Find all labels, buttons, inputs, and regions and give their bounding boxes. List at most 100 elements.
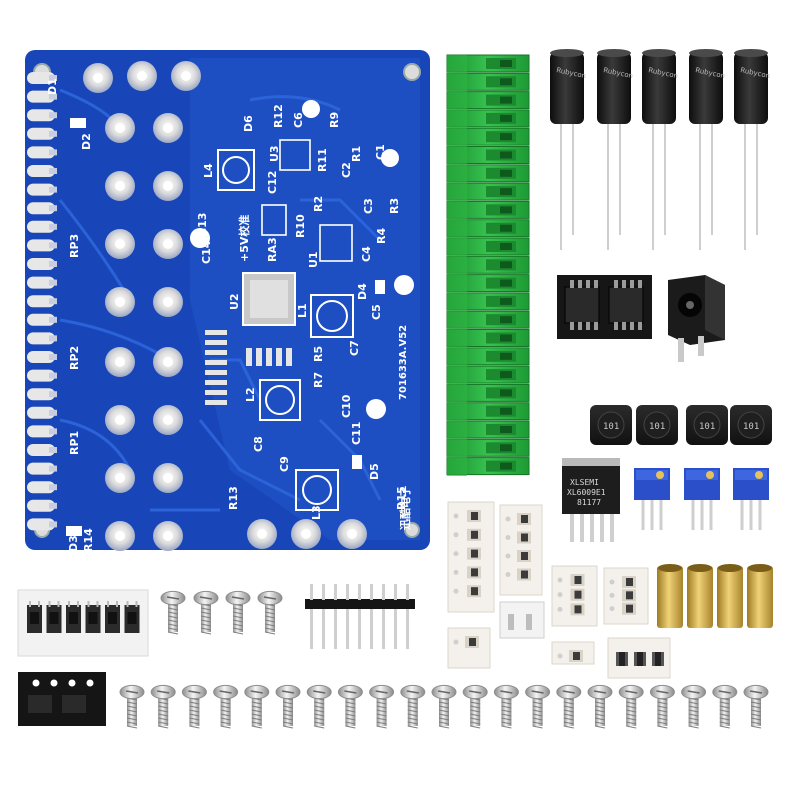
designator-r5: R5 bbox=[312, 346, 325, 362]
power-inductor: 101 bbox=[636, 405, 678, 445]
screw bbox=[306, 684, 332, 729]
designator-c12: C12 bbox=[266, 171, 279, 194]
screw bbox=[462, 684, 488, 729]
screw bbox=[400, 684, 426, 729]
designator-r13: R13 bbox=[227, 486, 240, 510]
cap-footprints bbox=[190, 100, 414, 419]
screw bbox=[649, 684, 675, 729]
designator-r2: R2 bbox=[312, 196, 325, 212]
screw bbox=[181, 684, 207, 729]
svg-text:101: 101 bbox=[743, 422, 759, 432]
screw bbox=[160, 590, 186, 635]
inductor-footprints bbox=[217, 149, 354, 511]
smd-tape-strip bbox=[607, 637, 671, 679]
electrolytic-capacitor: Rubycon bbox=[642, 49, 679, 250]
trimmer-potentiometers bbox=[634, 468, 769, 530]
screw bbox=[681, 684, 707, 729]
screws bbox=[119, 590, 769, 729]
screw bbox=[712, 684, 738, 729]
through-hole-pad bbox=[105, 463, 135, 493]
through-hole-pads bbox=[83, 61, 367, 551]
designator-rp2: RP2 bbox=[68, 346, 81, 370]
trimmer-pot bbox=[684, 468, 720, 530]
brand-label: 迅酷电子 bbox=[398, 486, 412, 530]
screw bbox=[119, 684, 145, 729]
smd-component-tapes bbox=[447, 501, 671, 679]
designator-r11: R11 bbox=[316, 148, 329, 172]
designator-c1: C1 bbox=[374, 144, 387, 160]
screw bbox=[556, 684, 582, 729]
designator-ra3: RA3 bbox=[266, 237, 279, 262]
through-hole-pad bbox=[105, 521, 135, 551]
through-hole-pad bbox=[337, 519, 367, 549]
designator-c14: C14 bbox=[200, 240, 213, 264]
regulator-marking-1: XLSEMI bbox=[570, 478, 599, 487]
through-hole-pad bbox=[105, 113, 135, 143]
version-label: 701633A.V52 bbox=[398, 325, 409, 400]
sop-chip-tape bbox=[557, 275, 652, 339]
svg-text:101: 101 bbox=[699, 422, 715, 432]
brass-standoff bbox=[687, 564, 713, 628]
designator-u1: U1 bbox=[307, 251, 320, 268]
through-hole-pad bbox=[127, 61, 157, 91]
designator-r4: R4 bbox=[375, 228, 388, 244]
designator-r7: R7 bbox=[312, 372, 325, 388]
electrolytic-capacitor: Rubycon bbox=[597, 49, 634, 250]
screw bbox=[275, 684, 301, 729]
screw bbox=[618, 684, 644, 729]
designator-l1: L1 bbox=[296, 303, 309, 318]
smd-tape-strip bbox=[551, 641, 595, 665]
through-hole-pad bbox=[105, 347, 135, 377]
designator-l3: L3 bbox=[310, 505, 323, 520]
sot-tape bbox=[18, 672, 106, 726]
designator-c7: C7 bbox=[348, 340, 361, 356]
designator-c11: C11 bbox=[350, 422, 363, 445]
designator-c6: C6 bbox=[292, 112, 305, 128]
screw bbox=[431, 684, 457, 729]
electrolytic-capacitor: Rubycon bbox=[734, 49, 771, 250]
designator-r9: R9 bbox=[328, 112, 341, 128]
through-hole-pad bbox=[105, 171, 135, 201]
designator-c3: C3 bbox=[362, 198, 375, 214]
brass-standoff bbox=[717, 564, 743, 628]
tactile-switch bbox=[105, 601, 120, 633]
through-hole-pad bbox=[153, 463, 183, 493]
regulator-ic: XLSEMI XL6009E1 81177 bbox=[562, 458, 620, 542]
through-hole-pad bbox=[153, 229, 183, 259]
smd-tape-strip bbox=[447, 627, 491, 669]
designator-d2: D2 bbox=[80, 133, 93, 150]
svg-text:101: 101 bbox=[649, 422, 665, 432]
designator-d6: D6 bbox=[242, 115, 255, 132]
screw bbox=[337, 684, 363, 729]
designator-c4: C4 bbox=[360, 246, 373, 262]
trimmer-pot bbox=[634, 468, 670, 530]
tactile-switch bbox=[27, 601, 42, 633]
tactile-switch bbox=[46, 601, 62, 633]
smd-tape-strip bbox=[499, 504, 543, 596]
trimmer-pot bbox=[733, 468, 769, 530]
screw bbox=[225, 590, 251, 635]
screw bbox=[587, 684, 613, 729]
tactile-switch bbox=[85, 601, 101, 633]
designator-d3: D3 bbox=[67, 535, 80, 552]
screw bbox=[213, 684, 239, 729]
designator-c8: C8 bbox=[252, 436, 265, 452]
calibration-label: +5V校准 bbox=[237, 215, 251, 262]
designator-r3: R3 bbox=[388, 198, 401, 214]
tactile-switch bbox=[66, 601, 81, 633]
tactile-switch bbox=[124, 601, 140, 633]
designator-r15: R15 bbox=[395, 486, 408, 510]
brass-standoff bbox=[657, 564, 683, 628]
designator-c9: C9 bbox=[278, 456, 291, 472]
through-hole-pad bbox=[153, 171, 183, 201]
screw bbox=[369, 684, 395, 729]
through-hole-pad bbox=[105, 405, 135, 435]
designator-l2: L2 bbox=[244, 387, 257, 402]
designator-u2: U2 bbox=[228, 293, 241, 310]
electrolytic-capacitor: Rubycon bbox=[550, 49, 587, 250]
regulator-marking-3: 81177 bbox=[577, 498, 601, 507]
designator-c5: C5 bbox=[370, 304, 383, 320]
